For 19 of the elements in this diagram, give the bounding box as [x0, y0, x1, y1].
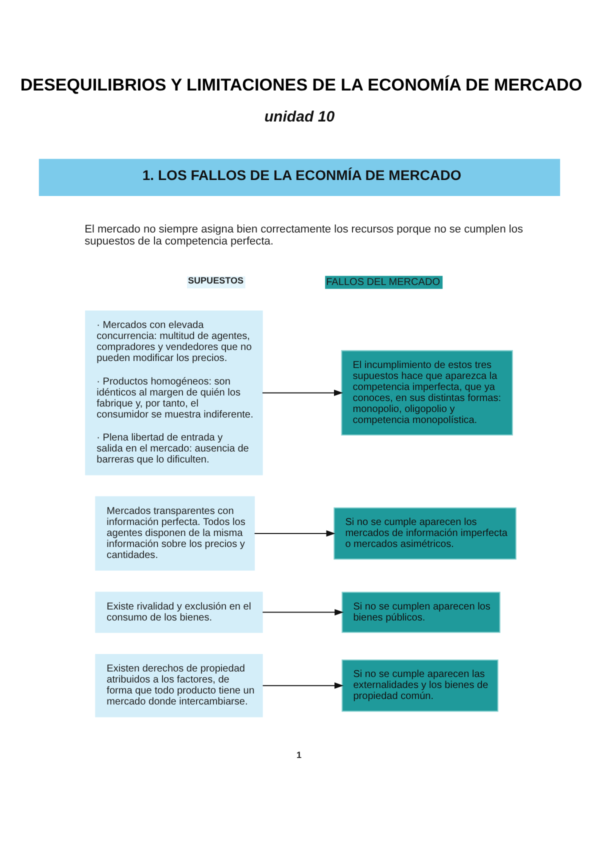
arrow: [262, 682, 344, 688]
node-box: · Mercados con elevada concurrencia: multitud de agentes, compradores y vendedores que no pueden modificar los precios. · Productos homogéneos: son idénticos al margen de quién los fabrique y, por tanto, el consumidor se muestra indiferente. · Plena libertad de entrada y salida en el mercado: ausencia de barreras que lo dificulten.: [85, 310, 263, 475]
node-box: Existen derechos de propiedad atribuidos a los factores, de forma que todo producto tiene un mercado donde intercambiarse.: [95, 653, 263, 717]
label: SUPUESTOS: [188, 275, 244, 286]
node-box: Mercados transparentes con información perfecta. Todos los agentes disponen de la misma información sobre los precios y cantidades.: [95, 496, 255, 570]
node-box: El incumplimiento de estos tres supuestos hace que aparezca la competencia imperfecta, que ya conoces, en sus distintas formas: monopolio, oligopolio y competencia monopolística.: [341, 350, 513, 436]
arrow: [254, 530, 336, 536]
diagram-title: DESEQUILIBRIOS Y LIMITACIONES DE LA ECONOMÍA DE MERCADO: [20, 75, 582, 94]
node-box: Si no se cumple aparecen las externalidades y los bienes de propiedad común.: [342, 659, 498, 712]
label: FALLOS DEL MERCADO: [326, 276, 440, 288]
label: El mercado no siempre asigna bien correctamente los recursos porque no se cumplen los supuestos de la competencia perfecta.: [84, 222, 524, 248]
arrow: [262, 608, 344, 615]
node-box: Si no se cumplen aparecen los bienes públicos.: [342, 591, 500, 632]
node-box: Existe rivalidad y exclusión en el consumo de los bienes.: [95, 591, 263, 632]
node-box: 1. LOS FALLOS DE LA ECONMÍA DE MERCADO: [38, 158, 560, 196]
node-box: Si no se cumple aparecen los mercados de información imperfecta o mercados asimétricos.: [334, 506, 516, 560]
label: 1: [296, 750, 302, 760]
label: unidad 10: [264, 108, 335, 126]
arrow: [262, 389, 344, 396]
